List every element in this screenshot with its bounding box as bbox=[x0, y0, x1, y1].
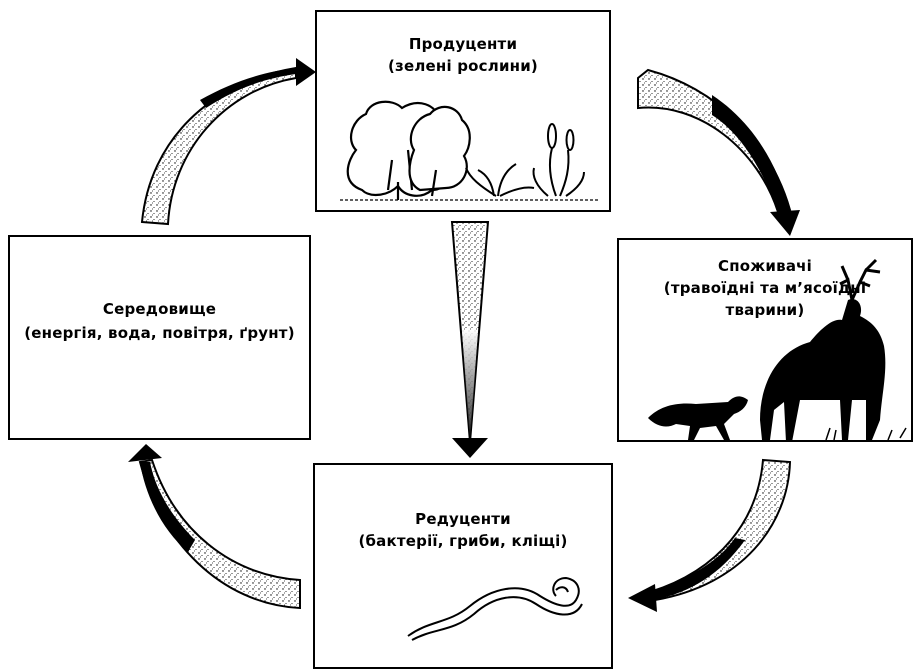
reducers-title: Редуценти bbox=[315, 509, 611, 529]
environment-box: Середовище (енергія, вода, повітря, ґрун… bbox=[8, 235, 311, 440]
arrow-environment-to-producers bbox=[142, 58, 316, 224]
producers-title: Продуценти bbox=[317, 34, 609, 54]
arrow-producers-to-reducers bbox=[452, 222, 488, 458]
arrow-reducers-to-environment bbox=[128, 444, 300, 608]
environment-subtitle: (енергія, вода, повітря, ґрунт) bbox=[10, 323, 309, 343]
reducers-box: Редуценти (бактерії, гриби, кліщі) bbox=[313, 463, 613, 669]
environment-title: Середовище bbox=[10, 299, 309, 319]
consumers-subtitle-line2: тварини) bbox=[619, 300, 911, 320]
consumers-subtitle-line1: (травоїдні та м’ясоїдні bbox=[619, 278, 911, 298]
consumers-box: Споживачі (травоїдні та м’ясоїдні тварин… bbox=[617, 238, 913, 442]
arrow-consumers-to-reducers bbox=[628, 460, 790, 612]
producers-subtitle: (зелені рослини) bbox=[317, 56, 609, 76]
arrow-producers-to-consumers bbox=[638, 70, 800, 236]
reducers-subtitle: (бактерії, гриби, кліщі) bbox=[315, 531, 611, 551]
producers-box: Продуценти (зелені рослини) bbox=[315, 10, 611, 212]
consumers-title: Споживачі bbox=[619, 256, 911, 276]
